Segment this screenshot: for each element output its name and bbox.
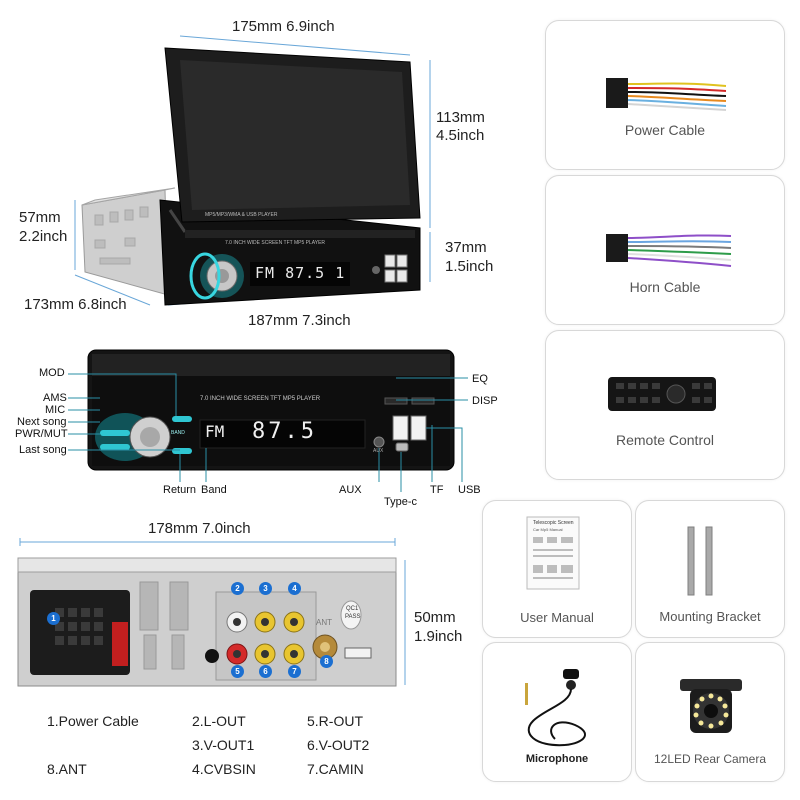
user-manual-label: User Manual xyxy=(520,610,594,625)
dim-screen-height-in: 4.5inch xyxy=(436,127,485,144)
card-remote-control: Remote Control xyxy=(545,330,785,480)
card-user-manual: Telescopic Screen Car Mp5 Manual User Ma… xyxy=(482,500,632,638)
front-display-freq: 87.5 xyxy=(252,419,317,444)
callout-aux: AUX xyxy=(339,484,362,496)
microphone-label: Microphone xyxy=(525,753,589,765)
legend-3: 3.V-OUT1 xyxy=(192,737,255,753)
callout-band: Band xyxy=(201,484,227,496)
unit-dimension-diagram xyxy=(74,35,431,306)
dim-rear-height-mm: 50mm xyxy=(414,609,456,626)
dim-front-width: 187mm 7.3inch xyxy=(248,312,351,329)
callout-eq: EQ xyxy=(472,373,488,385)
unit-screen-label: MP5/MP3/WMA & USB PLAYER xyxy=(205,212,278,218)
legend-4: 4.CVBSIN xyxy=(192,761,256,777)
front-panel-label: 7.0 INCH WIDE SCREEN TFT MP5 PLAYER xyxy=(200,396,321,402)
horn-cable-label: Horn Cable xyxy=(629,279,701,295)
rear-badge-7: 7 xyxy=(288,665,301,678)
unit-panel-label: 7.0 INCH WIDE SCREEN TFT MP5 PLAYER xyxy=(225,240,326,246)
card-rear-camera: 12LED Rear Camera xyxy=(635,642,785,782)
rear-camera-icon xyxy=(680,679,742,733)
rear-qc-label-1: QC1 xyxy=(346,606,359,612)
dim-body-height-mm: 57mm xyxy=(19,209,61,226)
callout-ams: AMS xyxy=(43,392,67,404)
callout-mic: MIC xyxy=(45,404,66,416)
legend-6: 6.V-OUT2 xyxy=(307,737,370,753)
dim-front-height-mm: 37mm xyxy=(445,239,487,256)
horn-cable-icon xyxy=(606,234,732,267)
rear-badge-8: 8 xyxy=(320,655,333,668)
front-aux-label: AUX xyxy=(373,448,384,454)
user-manual-icon xyxy=(526,516,580,590)
dim-front-height-in: 1.5inch xyxy=(445,258,494,275)
callout-next-song: Next song xyxy=(17,416,67,428)
callout-last-song: Last song xyxy=(19,444,67,456)
callout-mod: MOD xyxy=(39,367,65,379)
mounting-bracket-icon xyxy=(687,526,713,596)
rear-badge-1: 1 xyxy=(47,612,60,625)
card-horn-cable: Horn Cable xyxy=(545,175,785,325)
rear-badge-6: 6 xyxy=(259,665,272,678)
mounting-bracket-label: Mounting Bracket xyxy=(659,609,761,624)
dim-body-height-in: 2.2inch xyxy=(19,228,68,245)
power-cable-label: Power Cable xyxy=(624,122,706,138)
rear-ant-label: ANT xyxy=(316,618,332,627)
legend-5: 5.R-OUT xyxy=(307,713,363,729)
callout-usb: USB xyxy=(458,484,481,496)
callout-return: Return xyxy=(163,484,197,496)
front-display-band: FM xyxy=(205,422,225,441)
power-cable-icon xyxy=(606,78,727,111)
legend-8: 8.ANT xyxy=(47,761,87,777)
callout-type-c: Type-c xyxy=(384,496,418,508)
rear-badge-4: 4 xyxy=(288,582,301,595)
legend-2: 2.L-OUT xyxy=(192,713,246,729)
card-microphone: Microphone xyxy=(482,642,632,782)
dim-screen-height-mm: 113mm xyxy=(436,109,485,126)
rear-qc-label-2: PASS xyxy=(345,614,361,620)
callout-tf: TF xyxy=(430,484,444,496)
card-mounting-bracket: Mounting Bracket xyxy=(635,500,785,638)
microphone-icon xyxy=(525,669,586,747)
rear-badge-5: 5 xyxy=(231,665,244,678)
remote-control-icon xyxy=(608,377,716,411)
dim-width-top: 175mm 6.9inch xyxy=(232,18,335,35)
dim-rear-height-in: 1.9inch xyxy=(414,628,463,645)
unit-display: FM 87.5 1 xyxy=(255,264,346,282)
dim-rear-width: 178mm 7.0inch xyxy=(148,520,251,537)
manual-subtitle: Car Mp5 Manual xyxy=(533,527,563,532)
card-power-cable: Power Cable xyxy=(545,20,785,170)
callout-disp: DISP xyxy=(472,395,498,407)
front-band-button-label: BAND xyxy=(171,430,185,436)
legend-7: 7.CAMIN xyxy=(307,761,364,777)
dim-depth: 173mm 6.8inch xyxy=(24,296,127,313)
rear-camera-label: 12LED Rear Camera xyxy=(653,752,767,766)
remote-control-label: Remote Control xyxy=(615,432,715,448)
rear-badge-2: 2 xyxy=(231,582,244,595)
front-panel-diagram xyxy=(68,349,468,492)
legend-1: 1.Power Cable xyxy=(47,713,139,729)
manual-title: Telescopic Screen xyxy=(533,520,574,526)
rear-badge-3: 3 xyxy=(259,582,272,595)
callout-pwr-mut: PWR/MUT xyxy=(15,428,68,440)
